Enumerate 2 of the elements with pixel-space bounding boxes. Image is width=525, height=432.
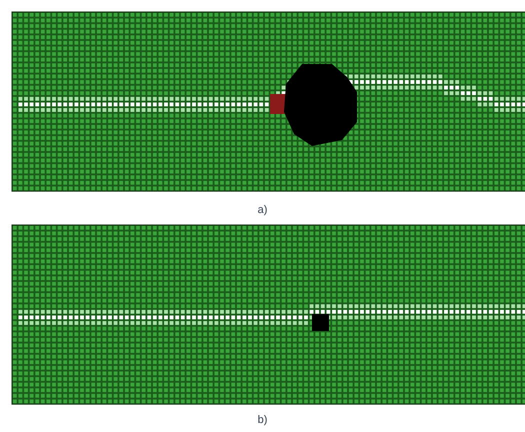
panel-label: b) xyxy=(258,414,268,426)
panel-label: a) xyxy=(258,204,268,216)
